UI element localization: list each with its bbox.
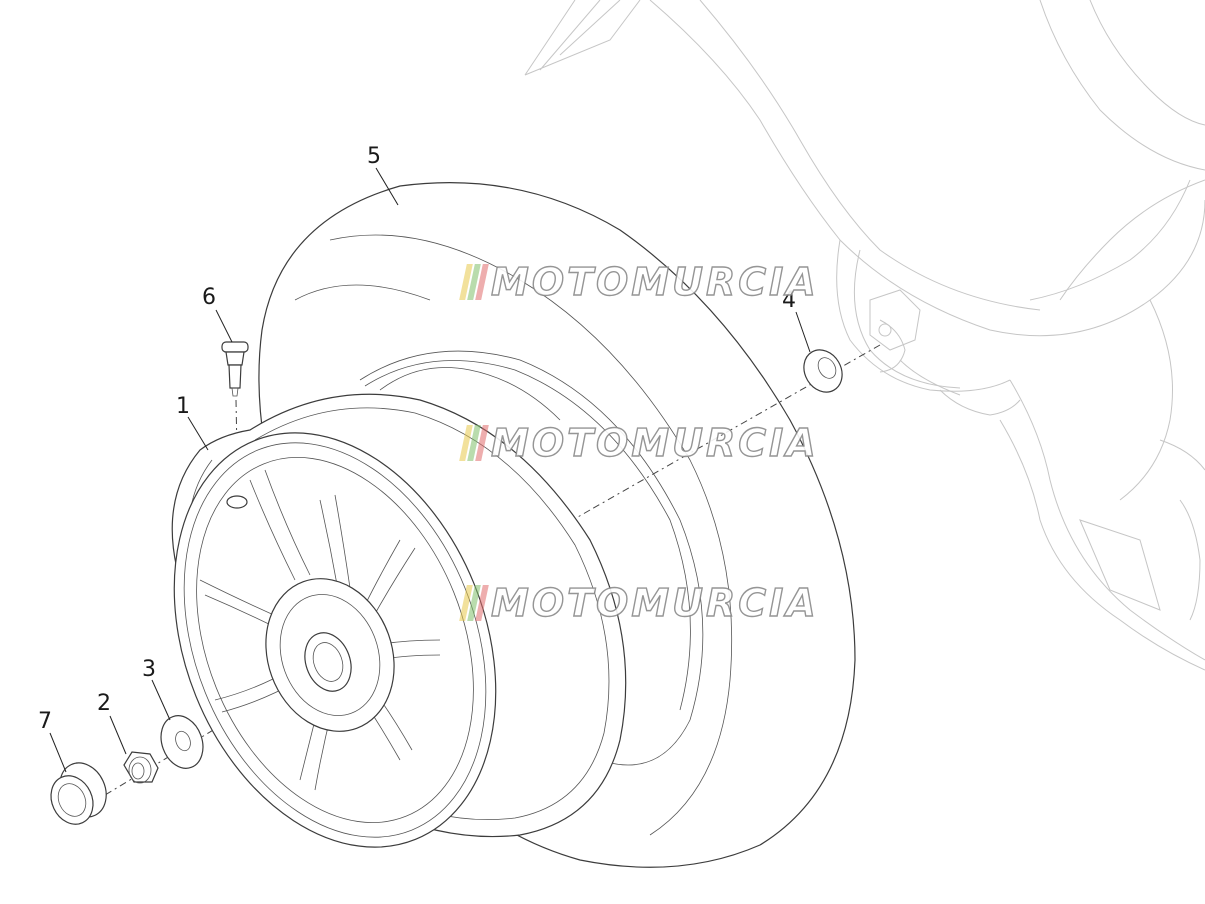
callout-7: 7: [38, 709, 52, 734]
callout-4: 4: [782, 288, 796, 313]
spacer-ring: [803, 349, 843, 393]
scooter-body-ghost: [524, 0, 1205, 671]
callout-6: 6: [202, 285, 216, 310]
watermark-text: MOTOMURCIA: [490, 581, 819, 625]
callout-1: 1: [176, 394, 190, 419]
watermark-text: MOTOMURCIA: [490, 260, 819, 304]
watermark-stripes: [459, 585, 491, 621]
washer: [160, 715, 204, 769]
callout-3: 3: [142, 657, 156, 682]
watermark-stripes: [459, 425, 491, 461]
watermark-logo: MOTOMURCIA: [459, 260, 819, 304]
wheel-rim: [171, 393, 627, 848]
callout-5: 5: [367, 144, 381, 169]
watermark-text: MOTOMURCIA: [490, 421, 819, 465]
callout-leaders: [49, 167, 811, 773]
watermark-logo: MOTOMURCIA: [459, 421, 819, 465]
watermark-stripes: [459, 264, 491, 300]
watermark-logo: MOTOMURCIA: [459, 581, 819, 625]
callout-2: 2: [97, 691, 111, 716]
hub-cap: [50, 762, 107, 825]
axle-nut: [123, 751, 159, 784]
tyre-valve: [221, 341, 249, 397]
